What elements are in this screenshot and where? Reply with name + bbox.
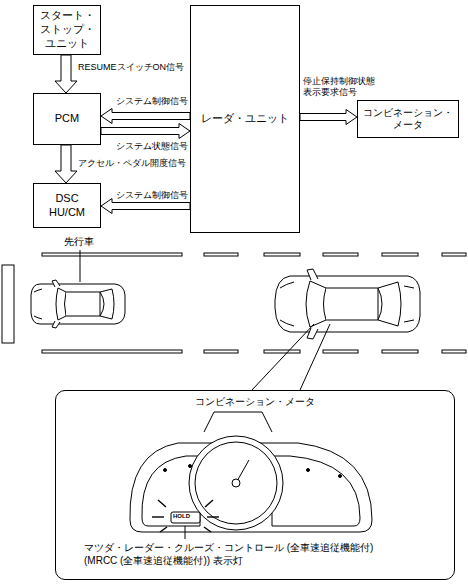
unit-box: PCM bbox=[33, 93, 101, 145]
signal-arrow bbox=[101, 199, 190, 214]
unit-name: DSC HU/CM bbox=[47, 192, 87, 220]
signal-name: アクセル・ペダル開度信号 bbox=[78, 158, 186, 169]
lane-dash bbox=[323, 253, 358, 256]
lane-line bbox=[42, 253, 182, 256]
callout-box: コンビネーション・メータマツダ・レーダー・クルーズ・コントロール (全車速追従機… bbox=[55, 390, 455, 580]
unit-box: スタート・ストップ・ユニット bbox=[33, 5, 101, 55]
leader-line bbox=[80, 250, 81, 282]
signal-name: システム状態信号 bbox=[116, 141, 188, 152]
unit-box: コンビネーション・メータ bbox=[357, 100, 459, 138]
unit-name: レーダ・ユニット bbox=[195, 112, 295, 126]
lane-dash bbox=[442, 253, 466, 256]
lane-line bbox=[42, 350, 182, 353]
callout-line bbox=[300, 324, 330, 390]
unit-box: DSC HU/CM bbox=[33, 183, 101, 228]
own-car bbox=[275, 269, 420, 339]
lane-dash bbox=[382, 350, 418, 353]
lane-dash bbox=[264, 253, 300, 256]
lane-dash bbox=[264, 350, 300, 353]
instrument-cluster bbox=[130, 412, 372, 532]
vehicle-label: 先行車 bbox=[64, 236, 94, 248]
wall bbox=[2, 265, 14, 343]
lane-dash bbox=[204, 253, 238, 256]
signal-arrow bbox=[300, 110, 357, 125]
unit-box: レーダ・ユニット bbox=[190, 5, 300, 233]
leader-line bbox=[185, 526, 186, 539]
unit-name: コンビネーション・メータ bbox=[362, 107, 454, 132]
lane-dash bbox=[323, 350, 358, 353]
signal-arrow bbox=[55, 145, 77, 183]
signal-name: システム制御信号 bbox=[116, 190, 188, 201]
road-lines bbox=[42, 253, 466, 353]
callout-heading: コンビネーション・メータ bbox=[56, 396, 454, 409]
signal-arrow bbox=[101, 109, 190, 124]
signal-arrow bbox=[55, 55, 77, 93]
lead-car bbox=[31, 280, 125, 328]
indicator-label: マツダ・レーダー・クルーズ・コントロール (全車速追従機能付) (MRCC (全… bbox=[84, 542, 384, 567]
lane-dash bbox=[442, 350, 466, 353]
unit-name: スタート・ストップ・ユニット bbox=[38, 9, 96, 50]
lane-dash bbox=[382, 253, 418, 256]
lane-dash bbox=[204, 350, 238, 353]
unit-name: PCM bbox=[37, 112, 97, 126]
indicator-text: HOLD bbox=[173, 513, 190, 520]
signal-arrow bbox=[101, 124, 190, 139]
signal-name: RESUMEスイッチON信号 bbox=[78, 62, 184, 73]
signal-name: システム制御信号 bbox=[116, 96, 188, 107]
signal-name: 停止保持制御状態 表示要求信号 bbox=[303, 76, 379, 98]
